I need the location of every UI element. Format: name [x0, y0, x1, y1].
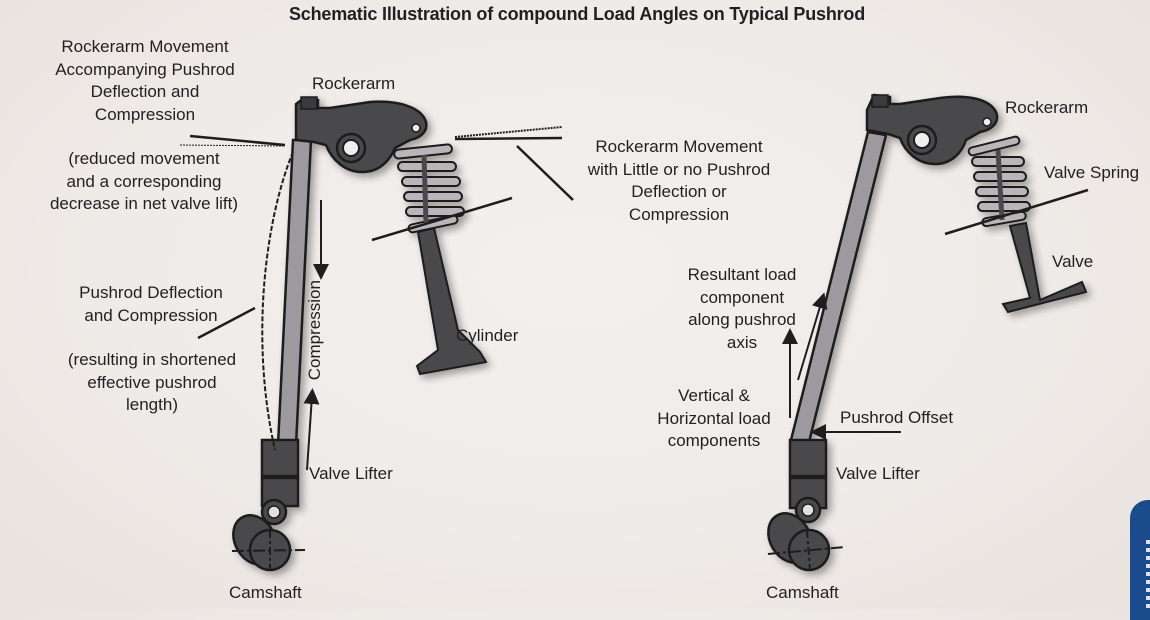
tab-mark-icon [1146, 540, 1150, 610]
right-valve-spring [967, 135, 1031, 228]
left-valve-spring [393, 143, 465, 234]
label-cylinder: Cylinder [456, 326, 519, 345]
label-right-camshaft: Camshaft [766, 583, 839, 602]
label-pushrod-deflection: Pushrod Deflection and Compression [79, 283, 223, 325]
label-compression: Compression [304, 280, 324, 381]
left-valve [415, 226, 488, 376]
label-rockerarm-movement-accompanying: Rockerarm Movement Accompanying Pushrod … [55, 37, 235, 124]
label-valve: Valve [1052, 252, 1094, 271]
right-valve [1001, 221, 1088, 314]
label-vertical-horizontal-components: Vertical & Horizontal load components [657, 386, 771, 450]
page-side-tab [1130, 500, 1150, 620]
diagram-title: Schematic Illustration of compound Load … [288, 4, 866, 24]
label-valve-spring: Valve Spring [1044, 163, 1140, 182]
label-resultant-load: Resultant load component along pushrod a… [687, 265, 797, 352]
label-right-valve-lifter: Valve Lifter [836, 464, 920, 483]
note-reduced-movement: (reduced movement and a corresponding de… [49, 149, 239, 213]
note-shortened-length: (resulting in shortened effective pushro… [67, 350, 237, 414]
left-assembly [232, 96, 488, 572]
right-valve-lifter [788, 438, 828, 524]
left-annotation-lines [179, 126, 574, 570]
left-valve-lifter [260, 438, 300, 526]
label-pushrod-offset: Pushrod Offset [840, 408, 954, 427]
label-left-valve-lifter: Valve Lifter [309, 464, 393, 483]
right-annotation-lines [767, 188, 1089, 571]
label-right-rockerarm: Rockerarm [1005, 98, 1089, 117]
left-rockerarm [294, 96, 428, 174]
label-left-camshaft: Camshaft [229, 583, 302, 602]
label-rockerarm-movement-little-deflection: Rockerarm Movement with Little or no Pus… [587, 137, 771, 224]
right-assembly [767, 93, 1088, 572]
label-left-rockerarm: Rockerarm [312, 74, 396, 93]
